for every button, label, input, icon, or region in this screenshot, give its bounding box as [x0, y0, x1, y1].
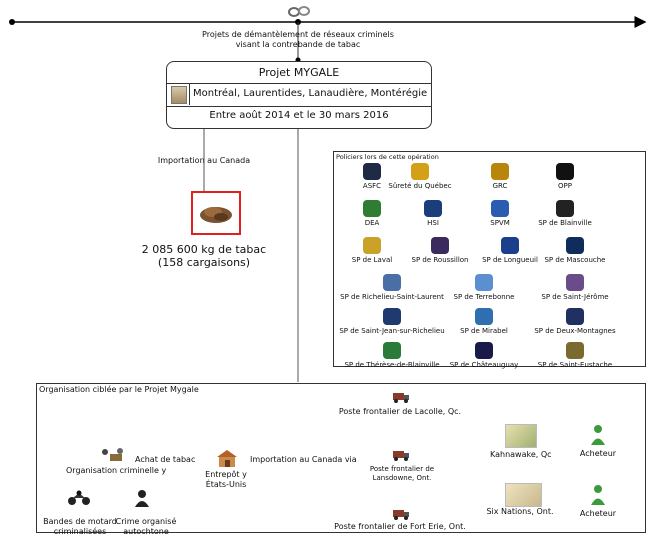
- purchase-label: Achat de tabac: [135, 455, 196, 464]
- buyer-icon-2: [590, 484, 606, 506]
- police-heading: Policiers lors de cette opération: [336, 153, 439, 161]
- police-agency-label: HSI: [427, 219, 439, 227]
- border-lacolle: Poste frontalier de Lacolle, Qc.: [338, 407, 462, 416]
- police-agency-label: SP de Mascouche: [544, 256, 606, 264]
- police-agency-label: SPVM: [490, 219, 510, 227]
- buyer-label-1: Acheteur: [579, 449, 617, 458]
- police-agency-label: OPP: [558, 182, 572, 190]
- police-box: Policiers lors de cette opération: [333, 151, 646, 367]
- tobacco-image: [191, 191, 241, 235]
- crime-org-label: Organisation criminelle y: [66, 466, 167, 475]
- police-badge-icon: [566, 274, 584, 291]
- police-agency-label: SP de Thérèse-de-Blainville: [344, 361, 440, 369]
- sixnations-label: Six Nations, Ont.: [486, 507, 554, 516]
- import-amount: 2 085 600 kg de tabac: [141, 243, 267, 256]
- police-badge-icon: [475, 342, 493, 359]
- police-badge-icon: [566, 237, 584, 254]
- police-badge-icon: [566, 342, 584, 359]
- border-forterie: Poste frontalier de Fort Erie, Ont.: [334, 522, 466, 531]
- money-people-icon: [100, 447, 126, 461]
- border-lansdowne: Poste frontalier de Lansdowne, Ont.: [362, 465, 442, 483]
- police-badge-icon: [475, 274, 493, 291]
- police-badge-icon: [363, 237, 381, 254]
- warehouse-label-line1: Entrepôt y: [205, 470, 247, 479]
- import-via-label: Importation au Canada via: [250, 455, 357, 464]
- import-label: Importation au Canada: [157, 156, 251, 165]
- police-agency-label: SP de Châteauguay: [449, 361, 519, 369]
- police-badge-icon: [383, 274, 401, 291]
- timeline-heading: Projets de démantèlement de réseaux crim…: [190, 30, 406, 50]
- police-agency-label: SP de Roussillon: [411, 256, 469, 264]
- biker-label-line2: criminalisées: [53, 527, 107, 536]
- tobacco-pack-icon: [171, 86, 187, 104]
- police-badge-icon: [475, 308, 493, 325]
- police-badge-icon: [491, 163, 509, 180]
- truck-icon-forterie: [392, 505, 410, 520]
- police-badge-icon: [501, 237, 519, 254]
- police-badge-icon: [383, 308, 401, 325]
- native-label: Crime organisé autochtone: [110, 517, 182, 537]
- import-shipments: (158 cargaisons): [157, 256, 251, 269]
- kahnawake-label: Kahnawake, Qc: [490, 450, 552, 459]
- warehouse-label-line2: États-Unis: [205, 480, 247, 489]
- biker-label-line1: Bandes de motard: [43, 517, 117, 526]
- project-title: Projet MYGALE: [258, 66, 340, 79]
- sixnations-map-icon: [505, 483, 542, 507]
- police-badge-icon: [424, 200, 442, 217]
- police-agency-label: SP de Saint-Eustache: [537, 361, 613, 369]
- police-agency-label: SP de Richelieu-Saint-Laurent: [340, 293, 444, 301]
- truck-icon-lacolle: [392, 388, 410, 403]
- police-badge-icon: [556, 163, 574, 180]
- kahnawake-map-icon: [505, 424, 537, 448]
- police-agency-label: SP de Saint-Jérôme: [541, 293, 609, 301]
- project-box: Projet MYGALE Montréal, Laurentides, Lan…: [166, 61, 432, 129]
- police-agency-label: SP de Laval: [351, 256, 393, 264]
- warehouse-label: Entrepôt y États-Unis: [190, 470, 262, 490]
- timeline-heading-line1: Projets de démantèlement de réseaux crim…: [202, 30, 394, 39]
- native-label-line1: Crime organisé: [115, 517, 177, 526]
- border-lansdowne-line2: Lansdowne, Ont.: [372, 474, 432, 482]
- hooded-figure-icon: [133, 489, 151, 507]
- police-agency-label: GRC: [492, 182, 508, 190]
- native-label-line2: autochtone: [123, 527, 169, 536]
- police-agency-label: SP de Longueuil: [482, 256, 538, 264]
- police-badge-icon: [363, 200, 381, 217]
- police-badge-icon: [383, 342, 401, 359]
- police-agency-label: SP de Terrebonne: [453, 293, 515, 301]
- police-agency-label: DEA: [364, 219, 380, 227]
- biker-label: Bandes de motard criminalisées: [40, 517, 120, 537]
- police-badge-icon: [431, 237, 449, 254]
- project-regions: Montréal, Laurentides, Lanaudière, Monté…: [193, 88, 428, 99]
- police-badge-icon: [556, 200, 574, 217]
- organisation-box: Organisation ciblée par le Projet Mygale: [36, 383, 646, 533]
- truck-icon-lansdowne: [392, 446, 410, 461]
- police-agency-label: SP de Saint-Jean-sur-Richelieu: [339, 327, 445, 335]
- timeline-heading-line2: visant la contrebande de tabac: [235, 40, 361, 49]
- org-heading: Organisation ciblée par le Projet Mygale: [39, 385, 199, 394]
- police-badge-icon: [411, 163, 429, 180]
- buyer-label-2: Acheteur: [579, 509, 617, 518]
- handcuffs-icon: [287, 3, 311, 17]
- project-dates: Entre août 2014 et le 30 mars 2016: [209, 110, 389, 121]
- police-agency-label: SP de Blainville: [538, 219, 592, 227]
- police-badge-icon: [363, 163, 381, 180]
- police-agency-label: ASFC: [362, 182, 382, 190]
- buyer-icon-1: [590, 424, 606, 446]
- police-badge-icon: [566, 308, 584, 325]
- border-lansdowne-line1: Poste frontalier de: [369, 465, 435, 473]
- motorcycle-icon: [67, 490, 91, 506]
- police-badge-icon: [491, 200, 509, 217]
- warehouse-icon: [215, 448, 239, 468]
- police-agency-label: SP de Deux-Montagnes: [534, 327, 616, 335]
- police-agency-label: SP de Mirabel: [460, 327, 508, 335]
- police-agency-label: Sûreté du Québec: [388, 182, 452, 190]
